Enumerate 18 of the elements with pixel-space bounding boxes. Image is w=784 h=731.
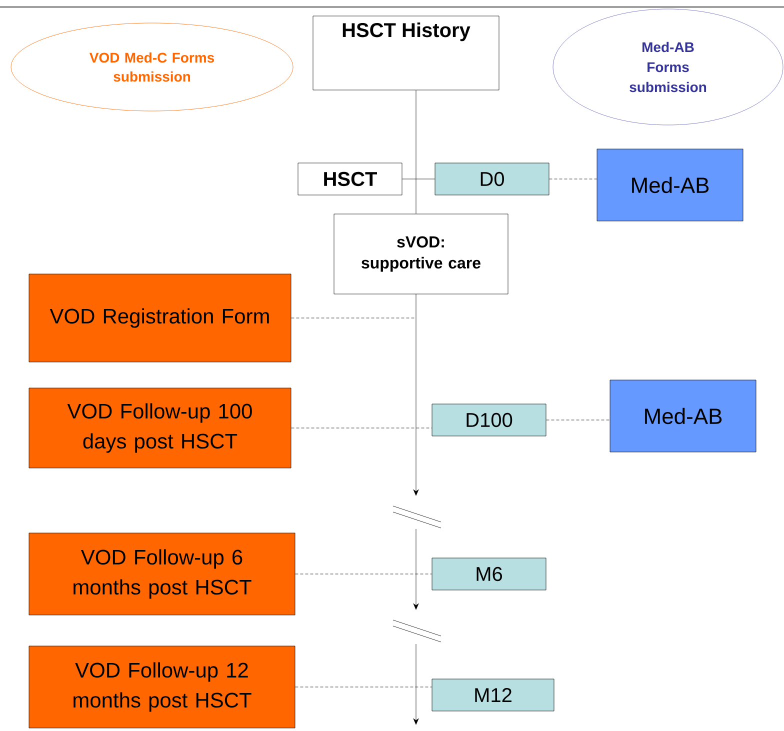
milestone-box: M12 <box>432 678 554 712</box>
connector <box>549 178 597 180</box>
oval-label: VOD Med-C Forms submission <box>10 22 294 112</box>
connector <box>295 686 432 688</box>
treatment-box: sVOD: supportive care <box>334 214 508 294</box>
connector <box>402 178 435 180</box>
form-box: VOD Registration Form <box>28 274 292 362</box>
milestone-box: D0 <box>434 162 550 196</box>
title-box: HSCT History <box>312 16 500 90</box>
form-box: Med-AB <box>596 148 744 222</box>
form-box: VOD Follow-up 6 months post HSCT <box>28 532 296 616</box>
form-box: Med-AB <box>610 380 756 452</box>
form-box: VOD Follow-up 100 days post HSCT <box>28 388 292 468</box>
oval-label: Med-AB Forms submission <box>552 8 784 126</box>
event-box: HSCT <box>298 162 402 196</box>
milestone-box: M6 <box>432 558 546 590</box>
form-box: VOD Follow-up 12 months post HSCT <box>28 646 296 728</box>
milestone-box: D100 <box>432 404 546 436</box>
